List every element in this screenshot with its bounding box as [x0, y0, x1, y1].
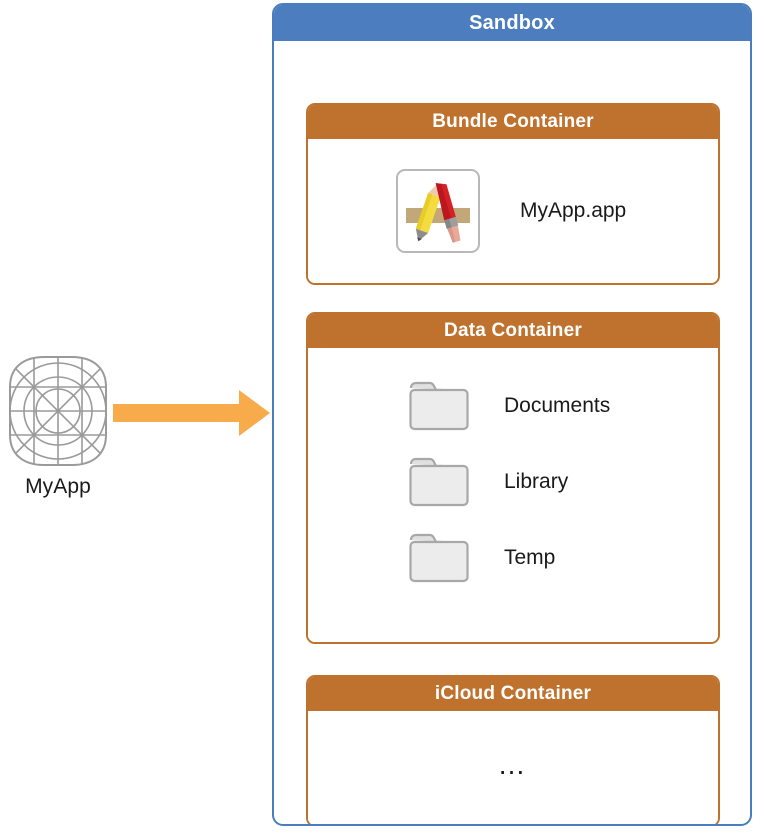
app-node-label: MyApp	[25, 475, 91, 498]
list-item[interactable]: Library	[308, 444, 718, 520]
xcode-app-icon	[396, 169, 480, 253]
folder-list: Documents Library	[308, 348, 718, 596]
list-item[interactable]: Documents	[308, 368, 718, 444]
bundle-container-title: Bundle Container	[308, 105, 718, 139]
data-container-title: Data Container	[308, 314, 718, 348]
icloud-container-title: iCloud Container	[308, 677, 718, 711]
list-item-label: Library	[504, 470, 569, 493]
folder-icon	[409, 457, 469, 507]
data-container-body: Documents Library	[308, 348, 718, 642]
bundle-container-body: MyApp.app	[308, 139, 718, 283]
folder-icon	[409, 533, 469, 583]
data-container-card: Data Container Documents	[306, 312, 720, 644]
list-item[interactable]: MyApp.app	[308, 139, 718, 283]
bundle-container-card: Bundle Container	[306, 103, 720, 285]
list-item-label: MyApp.app	[520, 199, 627, 222]
list-item-label: Temp	[504, 546, 556, 569]
list-item-label: Documents	[504, 394, 611, 417]
ios-app-icon-grid-template-icon	[9, 356, 107, 466]
icloud-container-card: iCloud Container …	[306, 675, 720, 824]
sandbox-box: Sandbox Bundle Container	[272, 3, 752, 826]
list-item[interactable]: Temp	[308, 520, 718, 596]
app-node: MyApp	[2, 353, 114, 513]
folder-icon	[409, 381, 469, 431]
arrow-right-icon	[113, 390, 270, 436]
icloud-container-body: …	[308, 711, 718, 824]
sandbox-title: Sandbox	[274, 5, 750, 41]
ellipsis-placeholder: …	[497, 749, 529, 780]
